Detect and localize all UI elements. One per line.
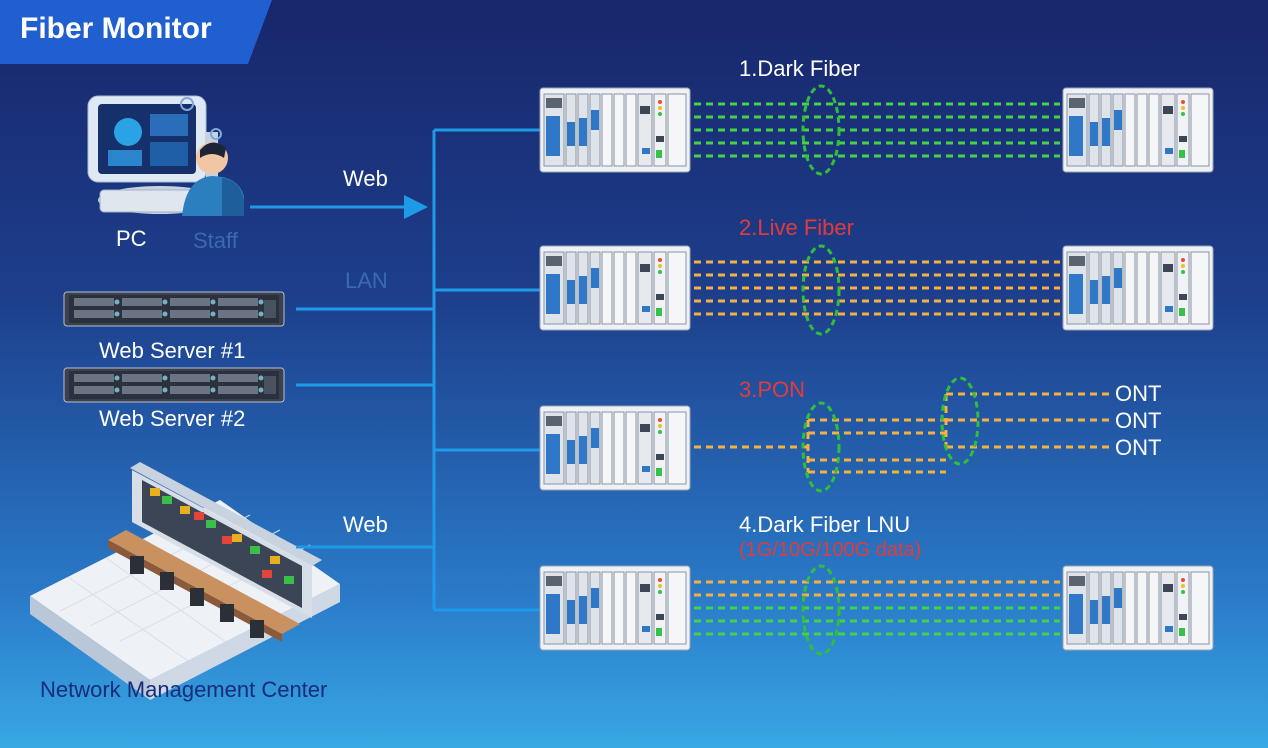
scenario-4-subtitle: (1G/10G/100G data) [739,539,922,561]
dark-fiber-links [694,102,1060,158]
scenario-1-title: 1.Dark Fiber [739,56,861,81]
network-management-center-icon [30,462,340,700]
lan-label: LAN [345,268,388,293]
pc-label: PC [116,226,147,251]
otdr-chassis-3 [539,405,691,491]
monitor-ellipse-1 [801,84,841,176]
ont-label-3: ONT [1115,435,1162,460]
scenario-3-title: 3.PON [739,377,806,402]
page-title: Fiber Monitor [20,12,212,45]
monitor-ellipse-3 [801,401,841,493]
monitor-ellipse-2 [801,244,841,336]
remote-chassis-2 [1062,245,1214,331]
monitor-ellipse-4 [940,376,980,466]
pc-workstation-icon [87,95,244,216]
otdr-chassis-4 [539,565,691,651]
pon-links [694,392,1112,474]
lnu-links [694,580,1060,636]
ncc-label: Network Management Center [40,677,328,702]
web-server-1-label: Web Server #1 [99,338,246,363]
ont-label-1: ONT [1115,381,1162,406]
ont-label-2: ONT [1115,408,1162,433]
web-server-2-label: Web Server #2 [99,406,246,431]
web-label-top: Web [343,166,388,191]
network-links [250,128,540,612]
web-server-2-icon [63,367,285,403]
arrow-icon [404,195,428,219]
web-server-1-icon [63,291,285,327]
remote-chassis-4 [1062,565,1214,651]
staff-label: Staff [193,228,238,253]
live-fiber-links [694,260,1060,316]
scenario-4-title: 4.Dark Fiber LNU [739,512,911,537]
monitor-ellipse-5 [801,564,841,656]
remote-chassis-1 [1062,87,1214,173]
web-label-bottom: Web [343,512,388,537]
otdr-chassis-2 [539,245,691,331]
title-banner: Fiber Monitor [0,0,272,64]
scenario-2-title: 2.Live Fiber [739,215,854,240]
otdr-chassis-1 [539,87,691,173]
